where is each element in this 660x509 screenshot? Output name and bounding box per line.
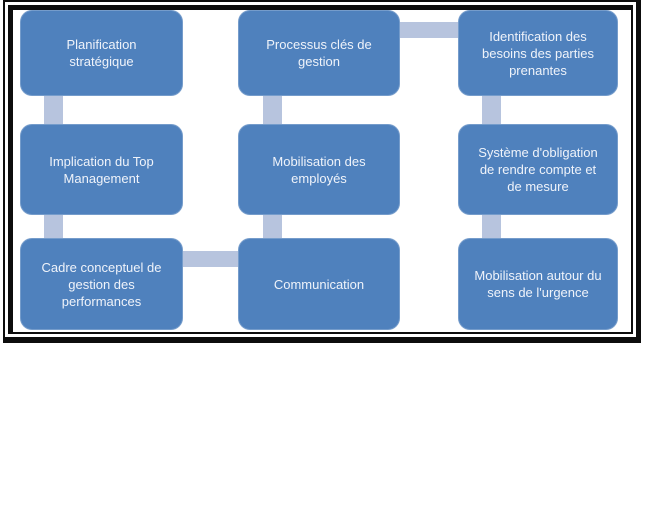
- box-label: Processus clés de gestion: [266, 37, 372, 69]
- connector-planification-implication: [44, 92, 63, 126]
- connector-mobilisation-employes-processus: [263, 92, 282, 126]
- box-mobilisation-autour-sens-urgence: Mobilisation autour du sens de l'urgence: [458, 238, 618, 330]
- box-label: Communication: [273, 276, 365, 292]
- box-label: Mobilisation des employés: [272, 153, 366, 186]
- connector-cadre-communication: [181, 251, 240, 267]
- box-label: Planification stratégique: [66, 37, 137, 69]
- box-label: Système d'obligation de rendre compte et…: [478, 145, 598, 194]
- box-communication: Communication: [238, 238, 400, 330]
- box-systeme-obligation-rendre-compte: Système d'obligation de rendre compte et…: [458, 124, 618, 215]
- box-label: Identification des besoins des parties p…: [481, 28, 594, 78]
- box-planification-strategique: Planification stratégique: [20, 10, 183, 96]
- box-label: Cadre conceptuel de gestion des performa…: [41, 259, 162, 309]
- box-mobilisation-des-employes: Mobilisation des employés: [238, 124, 400, 215]
- box-cadre-conceptuel-gestion-performances: Cadre conceptuel de gestion des performa…: [20, 238, 183, 330]
- box-processus-cles-de-gestion: Processus clés de gestion: [238, 10, 400, 96]
- process-diagram: Planification stratégique Processus clés…: [13, 10, 631, 332]
- figure-frame-outer: Planification stratégique Processus clés…: [3, 0, 641, 343]
- connector-implication-cadre: [44, 210, 63, 240]
- connector-processus-identification: [398, 22, 460, 38]
- connector-communication-mobilisation-employes: [263, 210, 282, 240]
- box-label: Implication du Top Management: [49, 153, 154, 186]
- figure-frame-inner: Planification stratégique Processus clés…: [8, 5, 633, 334]
- box-identification-besoins-parties-prenantes: Identification des besoins des parties p…: [458, 10, 618, 96]
- connector-systeme-mobilisation-urgence: [482, 210, 501, 240]
- box-implication-top-management: Implication du Top Management: [20, 124, 183, 215]
- box-label: Mobilisation autour du sens de l'urgence: [474, 268, 602, 300]
- connector-identification-systeme: [482, 92, 501, 126]
